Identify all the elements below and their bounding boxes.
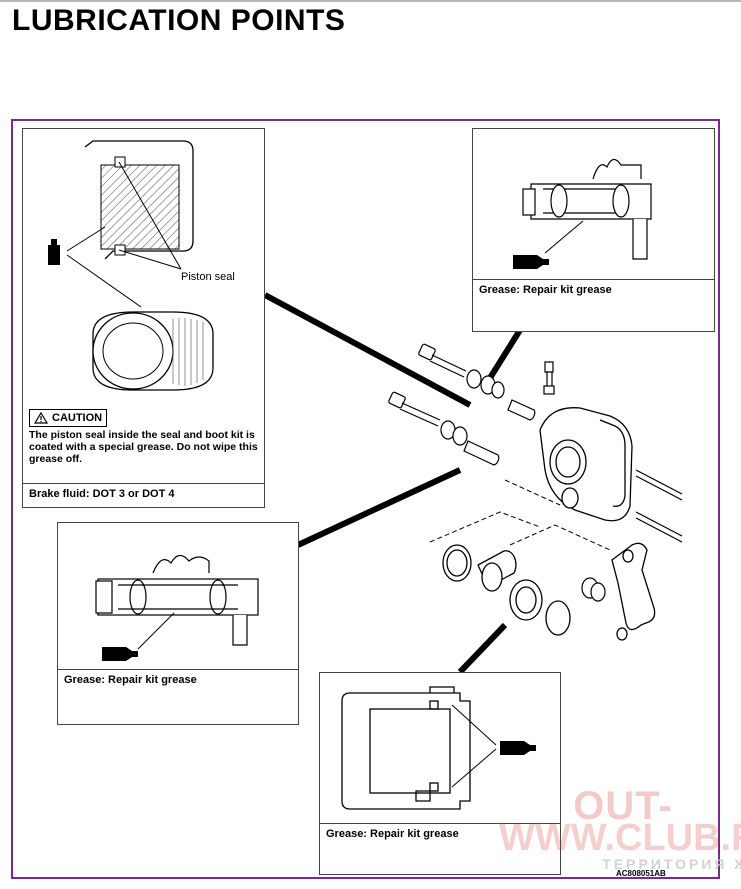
caution-label: CAUTION <box>52 412 103 424</box>
top-rule <box>0 0 741 2</box>
piston-seal-label: Piston seal <box>181 271 235 283</box>
figure-code: AC808051AB <box>616 869 666 878</box>
piston-seal-drawing <box>48 140 214 391</box>
pad-clip-drawing <box>341 686 536 810</box>
boots-and-sleeves <box>440 369 536 466</box>
warning-icon <box>34 412 48 424</box>
guide-bolts <box>388 343 467 427</box>
watermark-line2: WWW.CLUB.RU <box>498 817 741 859</box>
grease-tube-icon <box>500 741 536 755</box>
grease-tube-icon <box>513 255 549 269</box>
guide-pin-drawing <box>95 554 259 661</box>
caliper-support <box>611 542 656 641</box>
callout-guide-pin-top: Grease: Repair kit grease <box>472 128 715 332</box>
watermark-line3: ТЕРРИТОРИЯ ЖЖЕ <box>602 856 741 872</box>
watermark-line1: OUT- <box>573 784 673 828</box>
callout-caption: Grease: Repair kit grease <box>320 823 560 844</box>
callout-piston-seal: Piston seal CAUTION The piston seal insi… <box>22 128 265 508</box>
piston-drawing <box>92 311 214 391</box>
caliper-body <box>539 407 633 522</box>
callout-caption: Brake fluid: DOT 3 or DOT 4 <box>23 483 264 504</box>
guide-pin-drawing <box>513 158 652 269</box>
caution-text: The piston seal inside the seal and boot… <box>29 429 258 465</box>
callout-guide-pin-middle: Grease: Repair kit grease <box>57 522 299 725</box>
pad-pins <box>635 469 683 543</box>
callout-caption: Grease: Repair kit grease <box>58 669 298 690</box>
grease-tube-icon <box>102 647 138 661</box>
watermark: OUT- WWW.CLUB.RU ТЕРРИТОРИЯ ЖЖЕ <box>499 784 741 872</box>
figure-frame <box>11 119 720 879</box>
brake-fluid-bottle-icon <box>48 239 60 265</box>
bushing <box>581 577 606 602</box>
leader-lines <box>263 292 523 675</box>
bleeder-screw <box>543 361 555 395</box>
caution-box: CAUTION <box>29 409 108 427</box>
page-title: LUBRICATION POINTS <box>12 4 346 37</box>
callout-caption: Grease: Repair kit grease <box>473 279 714 300</box>
callout-pad-clip: Grease: Repair kit grease <box>319 672 561 875</box>
piston-parts <box>442 544 571 636</box>
